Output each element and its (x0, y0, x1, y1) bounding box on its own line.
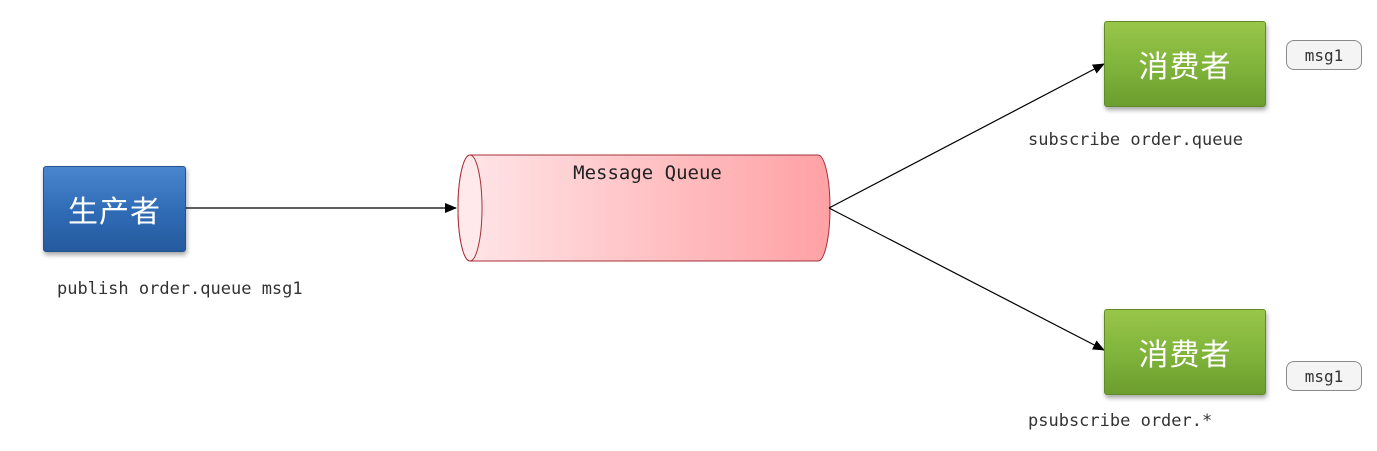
consumer-box-1: 消费者 (1104, 21, 1266, 107)
message-queue-cylinder (457, 154, 831, 262)
queue-to-consumer-2-arrow (828, 207, 1105, 351)
psubscribe-command: psubscribe order.* (1028, 411, 1213, 431)
queue-label: Message Queue (573, 162, 722, 184)
queue-to-consumer-1-arrow (828, 63, 1105, 209)
message-tag-2: msg1 (1286, 361, 1362, 391)
producer-box: 生产者 (43, 166, 186, 252)
message-tag-1: msg1 (1286, 40, 1362, 70)
consumer-2-label: 消费者 (1138, 338, 1232, 373)
consumer-1-label: 消费者 (1138, 50, 1232, 85)
subscribe-command: subscribe order.queue (1028, 130, 1243, 150)
producer-label: 生产者 (68, 195, 161, 230)
publish-command: publish order.queue msg1 (57, 279, 303, 299)
consumer-box-2: 消费者 (1104, 309, 1266, 395)
